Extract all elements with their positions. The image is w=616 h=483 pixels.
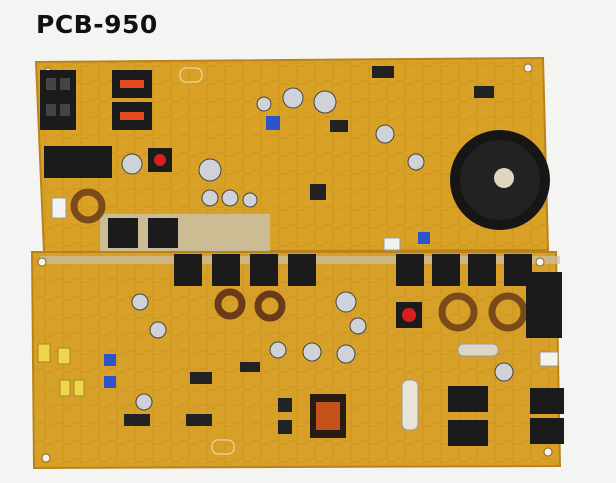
lower-board <box>30 251 562 470</box>
silkscreen-marks <box>179 67 235 455</box>
relay-block-right <box>526 272 562 338</box>
transformers-top <box>112 70 152 130</box>
product-title: PCB-950 <box>36 10 158 39</box>
white-connectors <box>51 197 559 367</box>
terminal-blocks-mid <box>108 218 532 286</box>
transformers-bottom <box>310 386 488 446</box>
terminal-blocks-bottom-right <box>530 388 564 444</box>
terminal-blocks-top-left <box>40 70 76 130</box>
red-switches <box>148 148 422 328</box>
toroid-inductors <box>70 188 528 332</box>
blue-trimmers <box>104 116 430 388</box>
black-connector <box>44 146 112 178</box>
buzzer <box>450 130 550 230</box>
integrated-circuits <box>124 66 494 434</box>
film-capacitors <box>37 343 85 397</box>
upper-board <box>34 56 550 254</box>
power-resistors <box>401 343 499 431</box>
electrolytic-capacitors <box>121 87 514 411</box>
